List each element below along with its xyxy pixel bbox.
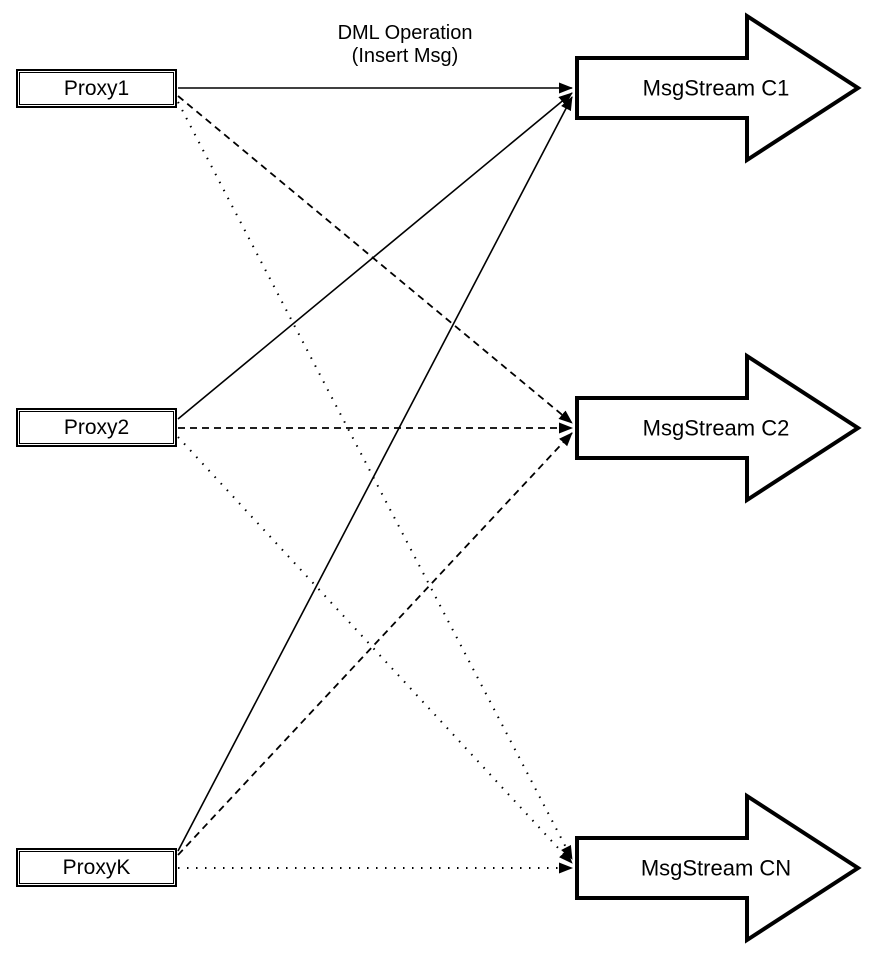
edge-proxy1-c2-dashed bbox=[177, 95, 573, 424]
edge-proxyk-c1-solid bbox=[177, 96, 573, 852]
dml-operation-annotation: DML Operation (Insert Msg) bbox=[280, 22, 530, 68]
node-proxy1: Proxy1 bbox=[16, 69, 177, 108]
msgstream-cn-arrow: MsgStream CN bbox=[575, 792, 862, 944]
node-proxyk-inner-border: ProxyK bbox=[19, 851, 174, 884]
node-proxy2-label: Proxy2 bbox=[63, 415, 130, 439]
msgstream-c1-arrow: MsgStream C1 bbox=[575, 12, 862, 164]
edge-proxyk-c2-dashed bbox=[177, 432, 573, 856]
msgstream-cn-arrow-shape bbox=[575, 792, 862, 944]
msgstream-c2-arrow-shape bbox=[575, 352, 862, 504]
msgstream-c2-arrow: MsgStream C2 bbox=[575, 352, 862, 504]
node-proxy1-label: Proxy1 bbox=[63, 76, 130, 100]
edge-proxy2-c1-solid bbox=[177, 92, 573, 420]
edge-proxy2-cn-dotted bbox=[177, 436, 573, 864]
msgstream-c2-label: MsgStream C2 bbox=[643, 416, 790, 441]
edges-layer bbox=[177, 82, 573, 874]
node-proxy2: Proxy2 bbox=[16, 408, 177, 447]
msgstream-c1-label: MsgStream C1 bbox=[643, 76, 790, 101]
node-proxy2-inner-border: Proxy2 bbox=[19, 411, 174, 444]
node-proxyk: ProxyK bbox=[16, 848, 177, 887]
annotation-line-2: (Insert Msg) bbox=[351, 45, 459, 67]
node-proxy1-inner-border: Proxy1 bbox=[19, 72, 174, 105]
edge-proxy1-cn-dotted bbox=[177, 101, 573, 860]
node-proxyk-label: ProxyK bbox=[62, 855, 131, 879]
annotation-line-1: DML Operation bbox=[337, 22, 473, 44]
msgstream-cn-label: MsgStream CN bbox=[641, 856, 791, 881]
msgstream-c1-arrow-shape bbox=[575, 12, 862, 164]
